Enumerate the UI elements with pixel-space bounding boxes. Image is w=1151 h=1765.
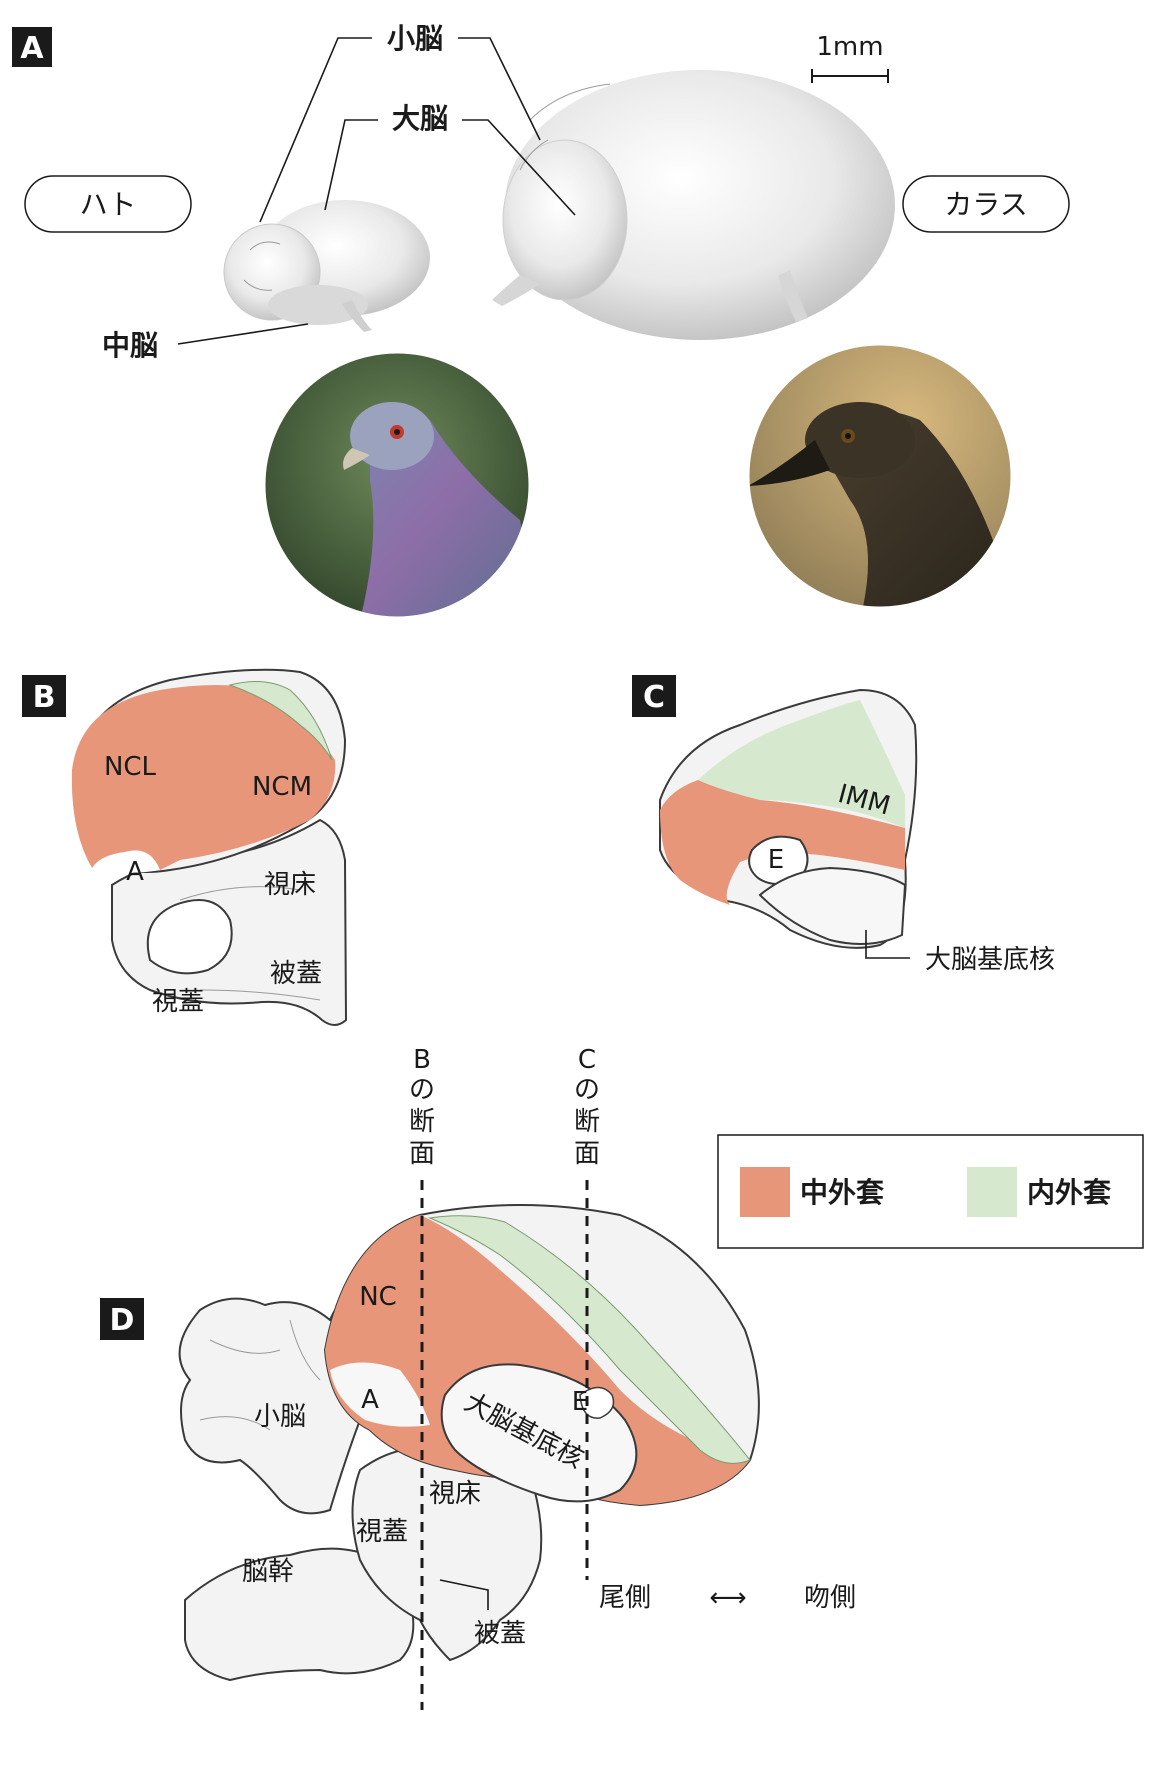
legend-label-mesopallium: 中外套	[800, 1176, 885, 1209]
orientation-rostral: 吻側	[804, 1583, 856, 1613]
panel-d-tectum-label: 視蓋	[356, 1517, 408, 1547]
section-c-char-4: 面	[574, 1139, 600, 1169]
leader-basal-ganglia	[865, 930, 910, 959]
leader-cerebrum-crow	[462, 119, 576, 216]
section-b-char-4: 面	[409, 1139, 435, 1169]
crow-photo	[749, 345, 1011, 607]
panel-c-basal-ganglia	[758, 866, 907, 945]
panel-b-letter: B	[33, 680, 56, 715]
panel-c-badge	[632, 675, 676, 717]
panel-b-ncm: NCM	[252, 772, 312, 802]
panel-d-tegmentum-label: 被蓋	[474, 1619, 526, 1649]
panel-b-tegmentum: 被蓋	[270, 959, 322, 989]
panel-d: D B の 断 面 C の 断 面	[100, 1045, 856, 1710]
section-b-char-3: 断	[409, 1107, 435, 1137]
panel-a: A 1mm ハト	[12, 22, 1070, 618]
crow-photo-frame	[748, 344, 1012, 608]
panel-a-letter: A	[20, 31, 44, 66]
panel-d-e: E	[572, 1387, 588, 1417]
panel-c-letter: C	[643, 680, 665, 715]
panel-b-area-a	[92, 850, 160, 873]
panel-d-mesopallium	[325, 1215, 750, 1505]
orientation-caudal: 尾側	[599, 1583, 651, 1613]
panel-a-badge	[12, 27, 52, 67]
legend-swatch-mesopallium	[740, 1167, 790, 1217]
panel-b: B NCL NCM A 視床 被蓋 視蓋	[22, 668, 348, 1026]
panel-d-letter: D	[110, 1303, 135, 1338]
panel-b-thalamus: 視床	[264, 870, 316, 900]
pill-crow: カラス	[902, 175, 1070, 233]
pill-pigeon: ハト	[24, 175, 192, 233]
panel-b-tectum: 視蓋	[152, 987, 204, 1017]
scale-label: 1mm	[816, 32, 883, 62]
leader-midbrain	[177, 323, 309, 345]
panel-b-mesopallium	[71, 685, 336, 870]
leader-cerebellum-crow	[458, 37, 541, 141]
panel-c-e: E	[768, 845, 784, 875]
section-b-label: B の 断 面	[409, 1045, 435, 1169]
panel-d-nc: NC	[359, 1282, 397, 1312]
orientation-arrow: ⟷	[709, 1583, 746, 1613]
panel-d-area-a	[330, 1362, 430, 1427]
panel-b-a: A	[126, 857, 144, 887]
section-c-char-2: の	[574, 1075, 600, 1105]
scale-bar: 1mm	[811, 32, 889, 83]
panel-d-endopallium	[428, 1215, 751, 1464]
section-c-char-1: C	[578, 1045, 596, 1075]
label-midbrain: 中脳	[102, 329, 158, 362]
panel-d-area-e	[579, 1386, 615, 1419]
panel-b-tectum-ring	[146, 899, 233, 975]
section-b-char-2: の	[409, 1075, 435, 1105]
panel-c: C IMM E 大脳基底核	[632, 675, 1055, 975]
pigeon-photo	[265, 353, 529, 617]
panel-d-thalamus-label: 視床	[429, 1479, 481, 1509]
panel-b-endopallium	[228, 680, 333, 761]
panel-d-badge	[100, 1298, 144, 1340]
section-c-label: C の 断 面	[574, 1045, 600, 1169]
section-b-char-1: B	[413, 1045, 431, 1075]
section-c-char-3: 断	[574, 1107, 600, 1137]
crow-brain-image	[492, 70, 895, 340]
leader-cerebrum-pigeon	[324, 119, 378, 211]
pigeon-photo-frame	[264, 352, 530, 618]
panel-d-cerebellum-label: 小脳	[254, 1402, 306, 1432]
legend-label-endopallium: 内外套	[1027, 1176, 1112, 1209]
panel-b-badge	[22, 675, 66, 717]
panel-d-a: A	[361, 1385, 379, 1415]
label-cerebrum: 大脳	[392, 102, 448, 135]
panel-d-brainstem-label: 脳幹	[242, 1557, 294, 1587]
pigeon-brain-image	[223, 200, 430, 332]
panel-d-brainstem	[184, 1547, 415, 1682]
legend-swatch-endopallium	[967, 1167, 1017, 1217]
panel-c-endopallium	[698, 700, 905, 828]
pill-crow-label: カラス	[944, 188, 1027, 221]
panel-b-ncl: NCL	[104, 752, 157, 782]
label-cerebellum: 小脳	[387, 22, 443, 55]
leader-tegmentum	[439, 1579, 489, 1610]
pill-pigeon-label: ハト	[80, 188, 137, 221]
legend: 中外套 内外套	[717, 1134, 1144, 1249]
panel-c-basal-ganglia-label: 大脳基底核	[925, 945, 1055, 975]
leader-cerebellum-pigeon	[259, 37, 372, 223]
